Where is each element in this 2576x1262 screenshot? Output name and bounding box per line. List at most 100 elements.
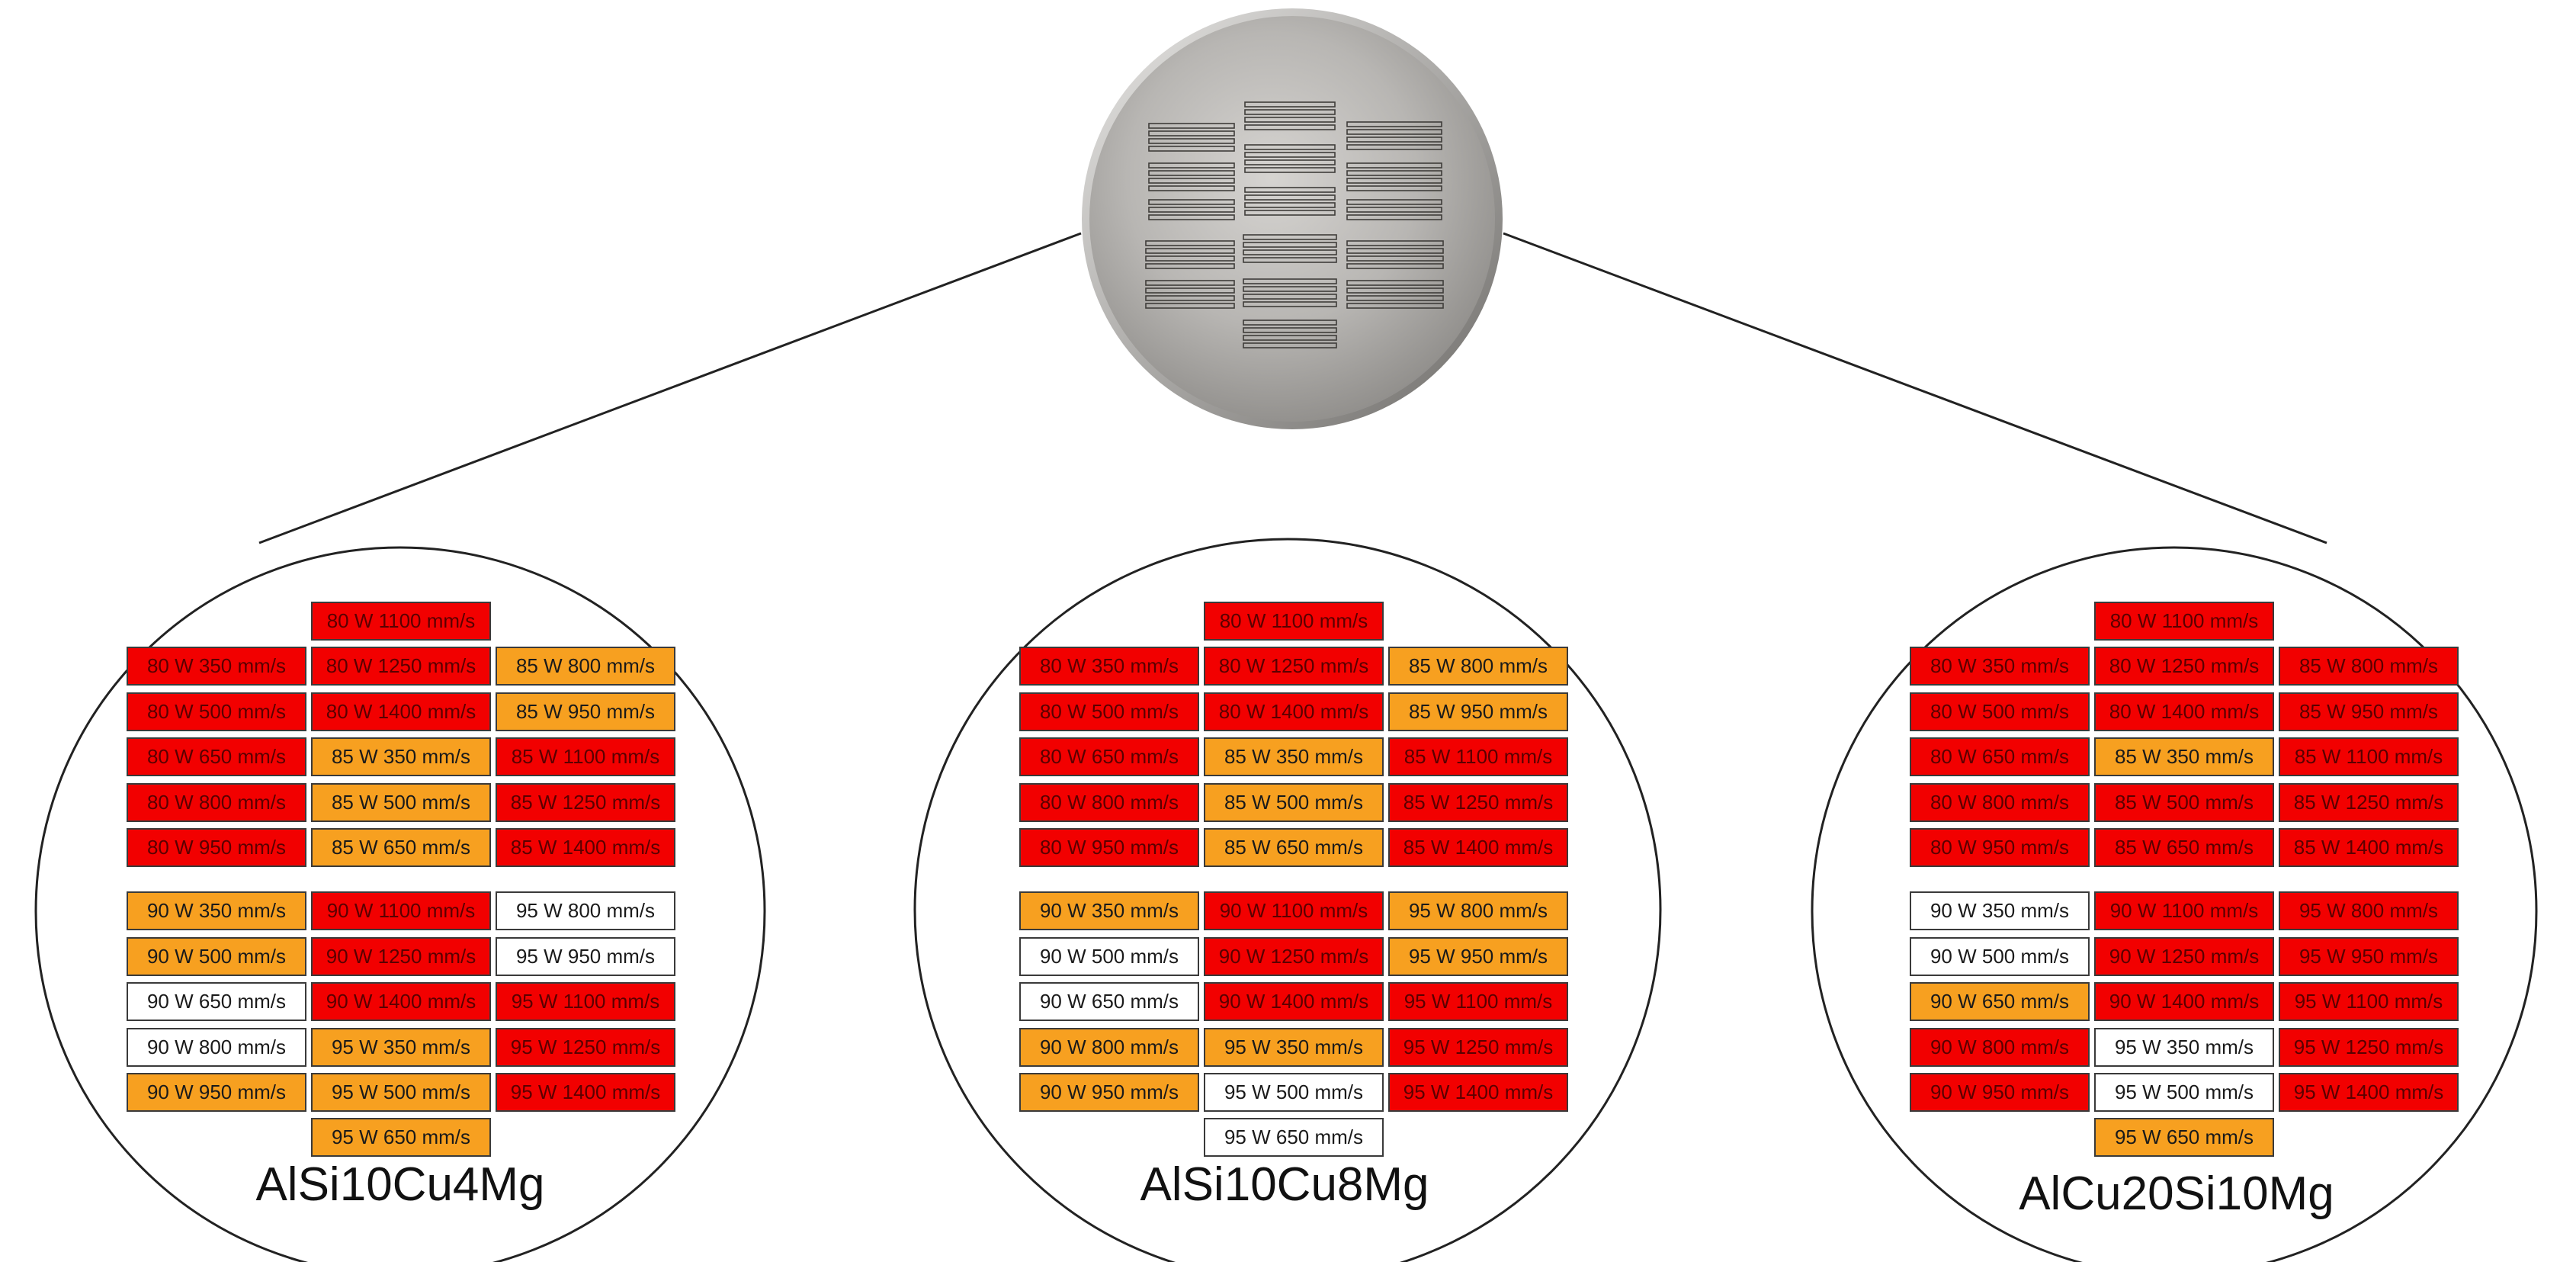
param-cell: 85 W 950 mm/s <box>2279 692 2459 731</box>
param-cell: 85 W 800 mm/s <box>2279 647 2459 686</box>
param-cell: 80 W 650 mm/s <box>127 737 306 777</box>
panel-title-right: AlCu20Si10Mg <box>2019 1167 2334 1220</box>
param-cell: 95 W 650 mm/s <box>1204 1118 1384 1158</box>
param-cell: 80 W 1250 mm/s <box>2094 647 2274 686</box>
param-cell: 90 W 950 mm/s <box>127 1073 306 1112</box>
param-cell: 90 W 1100 mm/s <box>311 891 491 931</box>
param-cell: 85 W 1100 mm/s <box>496 737 675 777</box>
param-cell: 85 W 950 mm/s <box>496 692 675 731</box>
param-cell: 90 W 1400 mm/s <box>1204 982 1384 1022</box>
param-cell: 95 W 1400 mm/s <box>2279 1073 2459 1112</box>
laser-track <box>1346 303 1444 309</box>
param-cell: 85 W 500 mm/s <box>1204 782 1384 822</box>
panel-title-middle: AlSi10Cu8Mg <box>1140 1158 1429 1211</box>
param-cell: 95 W 350 mm/s <box>311 1027 491 1067</box>
param-cell: 85 W 800 mm/s <box>1388 647 1568 686</box>
laser-track <box>1346 199 1442 205</box>
param-cell: 95 W 350 mm/s <box>1204 1027 1384 1067</box>
laser-track <box>1346 295 1444 301</box>
param-cell: 95 W 500 mm/s <box>311 1073 491 1112</box>
param-cell: 85 W 650 mm/s <box>311 828 491 867</box>
laser-track <box>1148 199 1235 205</box>
param-cell: 95 W 500 mm/s <box>2094 1073 2274 1112</box>
laser-track <box>1346 240 1444 246</box>
laser-track <box>1244 144 1336 150</box>
laser-track <box>1243 294 1337 300</box>
laser-track <box>1243 286 1337 292</box>
param-cell: 80 W 800 mm/s <box>1910 782 2090 822</box>
laser-track <box>1243 257 1337 263</box>
laser-track <box>1145 303 1235 309</box>
laser-track <box>1148 170 1235 176</box>
param-cell: 90 W 1250 mm/s <box>1204 936 1384 976</box>
laser-track <box>1145 255 1235 262</box>
param-cell: 90 W 800 mm/s <box>127 1027 306 1067</box>
param-cell: 85 W 650 mm/s <box>1204 828 1384 867</box>
param-cell: 80 W 650 mm/s <box>1019 737 1199 777</box>
param-cell: 95 W 650 mm/s <box>2094 1118 2274 1158</box>
param-cell: 80 W 800 mm/s <box>1019 782 1199 822</box>
param-cell: 80 W 950 mm/s <box>1910 828 2090 867</box>
laser-track <box>1346 178 1442 184</box>
connector-line-left <box>258 232 1082 544</box>
param-cell: 80 W 1100 mm/s <box>311 602 491 641</box>
param-cell: 95 W 800 mm/s <box>2279 891 2459 931</box>
disc-laser-tracks <box>1145 101 1444 348</box>
param-cell: 95 W 800 mm/s <box>496 891 675 931</box>
param-cell: 80 W 1100 mm/s <box>1204 602 1384 641</box>
param-cell: 90 W 1400 mm/s <box>311 982 491 1022</box>
laser-track <box>1243 242 1337 248</box>
param-cell: 85 W 1100 mm/s <box>2279 737 2459 777</box>
param-cell: 90 W 800 mm/s <box>1910 1027 2090 1067</box>
param-cell: 85 W 650 mm/s <box>2094 828 2274 867</box>
param-cell: 90 W 650 mm/s <box>1910 982 2090 1022</box>
laser-track <box>1145 263 1235 269</box>
laser-track <box>1244 117 1336 123</box>
param-cell: 95 W 1100 mm/s <box>496 982 675 1022</box>
param-cell: 90 W 500 mm/s <box>1910 936 2090 976</box>
laser-track <box>1243 320 1337 326</box>
laser-track <box>1346 162 1442 169</box>
param-cell: 95 W 1400 mm/s <box>496 1073 675 1112</box>
param-cell: 85 W 1250 mm/s <box>2279 782 2459 822</box>
laser-track <box>1346 207 1442 213</box>
panel-title-left: AlSi10Cu4Mg <box>255 1158 545 1211</box>
param-cell: 80 W 500 mm/s <box>1910 692 2090 731</box>
param-cell: 95 W 800 mm/s <box>1388 891 1568 931</box>
param-cell: 80 W 500 mm/s <box>1019 692 1199 731</box>
param-cell: 90 W 650 mm/s <box>127 982 306 1022</box>
laser-track <box>1243 249 1337 255</box>
param-cell: 95 W 1100 mm/s <box>2279 982 2459 1022</box>
laser-track <box>1148 162 1235 169</box>
laser-track <box>1346 255 1444 262</box>
param-cell: 95 W 950 mm/s <box>2279 936 2459 976</box>
laser-track <box>1346 185 1442 191</box>
laser-track <box>1244 210 1336 216</box>
param-cell: 80 W 1400 mm/s <box>311 692 491 731</box>
param-cell: 85 W 1250 mm/s <box>496 782 675 822</box>
laser-track <box>1148 178 1235 184</box>
laser-track <box>1243 278 1337 284</box>
param-cell: 95 W 1400 mm/s <box>1388 1073 1568 1112</box>
param-cell: 95 W 1250 mm/s <box>1388 1027 1568 1067</box>
param-cell: 90 W 650 mm/s <box>1019 982 1199 1022</box>
laser-track <box>1346 287 1444 294</box>
laser-track <box>1243 301 1337 307</box>
laser-track <box>1244 202 1336 208</box>
laser-track <box>1244 194 1336 201</box>
param-cell: 95 W 1100 mm/s <box>1388 982 1568 1022</box>
laser-track <box>1243 342 1337 348</box>
laser-track <box>1148 123 1235 129</box>
param-cell: 90 W 500 mm/s <box>1019 936 1199 976</box>
laser-track <box>1148 214 1235 220</box>
connector-line-right <box>1503 232 2327 544</box>
param-cell: 95 W 1250 mm/s <box>2279 1027 2459 1067</box>
param-cell: 80 W 950 mm/s <box>1019 828 1199 867</box>
laser-track <box>1145 240 1235 246</box>
param-cell: 90 W 950 mm/s <box>1019 1073 1199 1112</box>
param-cell: 90 W 350 mm/s <box>127 891 306 931</box>
param-cell: 80 W 950 mm/s <box>127 828 306 867</box>
param-cell: 80 W 350 mm/s <box>1019 647 1199 686</box>
param-cell: 90 W 350 mm/s <box>1910 891 2090 931</box>
